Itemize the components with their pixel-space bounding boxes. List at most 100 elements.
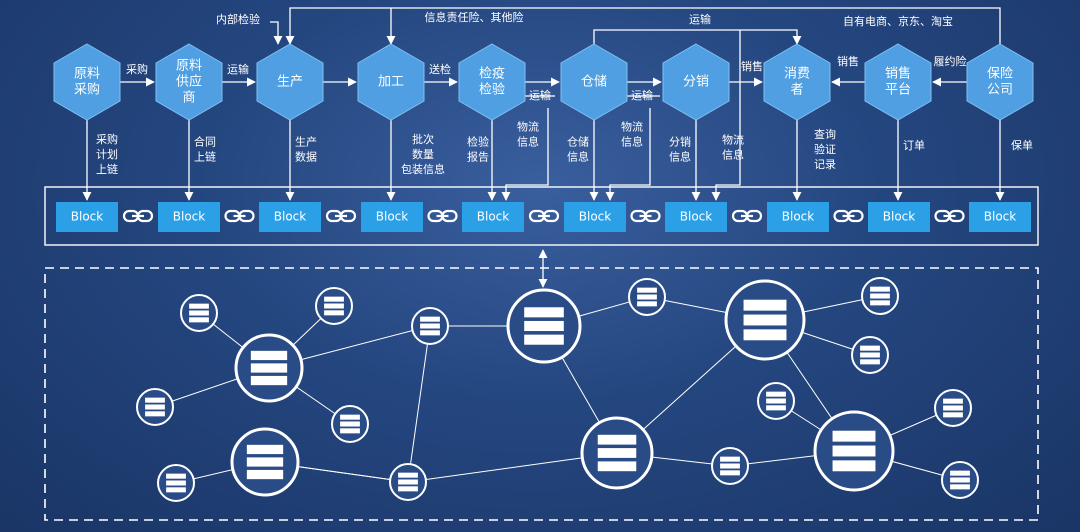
hex-node-label: 采购	[74, 82, 100, 98]
hex-node-label: 保险	[987, 67, 1013, 82]
hex-node-label: 商	[182, 91, 195, 106]
hex-node-label: 加工	[378, 75, 404, 90]
edge-label: 运输	[631, 88, 653, 102]
server-stack-icon	[757, 382, 795, 420]
chain-block-label: Block	[883, 210, 916, 224]
server-stack-icon	[851, 336, 889, 374]
hex-node-label: 检验	[479, 82, 505, 98]
edge-label: 运输	[227, 62, 249, 76]
chain-label: 信息	[567, 150, 589, 164]
chain-link-icon	[122, 209, 154, 223]
blockchain-container	[44, 186, 1039, 246]
hex-node-label: 平台	[885, 83, 911, 98]
chain-label: 信息	[621, 135, 643, 149]
hex-node-label: 分销	[683, 75, 709, 90]
chain-label: 包装信息	[401, 162, 445, 176]
chain-link-icon	[630, 209, 661, 223]
chain-label: 信息	[517, 135, 539, 149]
hex-node-label: 消费	[784, 67, 810, 82]
hex-node-label: 仓储	[581, 75, 607, 90]
chain-label: 数量	[412, 148, 434, 161]
edge-insurance-to-production	[285, 7, 1001, 45]
chain-block-label: Block	[477, 210, 510, 224]
hex-node-label: 供应	[176, 74, 202, 90]
hex-node-processing	[357, 43, 425, 121]
chain-block	[564, 202, 626, 232]
edge-internal-inspection	[270, 21, 283, 45]
chain-block	[462, 202, 524, 232]
chain-label: 检验	[467, 135, 489, 149]
chain-label: 验证	[814, 142, 836, 156]
chain-label: 订单	[903, 139, 925, 152]
edge-label: 销售	[741, 59, 763, 73]
server-stack-icon	[813, 410, 895, 492]
chain-link-icon	[224, 209, 255, 223]
server-stack-icon	[315, 287, 353, 325]
edge-warehouse-to-consumer-top	[593, 29, 802, 45]
chain-block	[767, 202, 829, 232]
hex-node-sales_platform	[864, 43, 932, 121]
server-stack-icon	[136, 388, 174, 426]
chain-label: 物流	[517, 120, 539, 134]
chain-label: 数据	[295, 150, 317, 164]
server-stack-icon	[157, 464, 195, 502]
chain-block-label: Block	[71, 210, 104, 224]
chain-link-icon	[731, 209, 763, 223]
server-stack-icon	[711, 447, 749, 485]
hex-node-label: 公司	[987, 83, 1013, 98]
chain-link-icon	[528, 209, 560, 223]
chain-label: 保单	[1011, 138, 1033, 152]
chain-label: 信息	[722, 148, 744, 162]
server-stack-icon	[580, 416, 654, 490]
chain-block-label: Block	[782, 210, 815, 224]
edge-label: 销售	[837, 54, 859, 68]
hex-node-label: 原料	[74, 67, 100, 82]
hex-node-raw_purchase	[53, 43, 121, 121]
edge-label: 履约险	[934, 54, 967, 68]
hex-node-label: 原料	[176, 59, 202, 74]
chain-label: 查询	[814, 127, 836, 141]
hex-node-label: 生产	[277, 75, 303, 90]
chain-label: 合同	[194, 135, 216, 149]
chain-link-transport-2	[605, 108, 651, 201]
edge-label: 内部检验	[216, 12, 260, 26]
server-stack-icon	[628, 278, 666, 316]
chain-label: 上链	[96, 162, 118, 176]
hex-node-insurance	[966, 43, 1034, 121]
edge-label: 自有电商、京东、淘宝	[843, 14, 953, 28]
chain-link-icon	[833, 209, 864, 223]
hex-node-label: 销售	[885, 66, 911, 82]
chain-block-label: Block	[984, 210, 1017, 224]
hex-node-label: 检疫	[479, 66, 505, 82]
edge-label: 运输	[689, 12, 711, 26]
server-stack-icon	[180, 294, 218, 332]
network-link	[407, 325, 431, 483]
chain-block-label: Block	[680, 210, 713, 224]
server-stack-icon	[389, 463, 427, 501]
chain-link-transport-1	[501, 108, 549, 201]
server-stack-icon	[411, 307, 449, 345]
server-stack-icon	[861, 277, 899, 315]
chain-block-label: Block	[579, 210, 612, 224]
chain-label: 生产	[295, 135, 317, 149]
edge-label: 运输	[529, 88, 551, 102]
hex-node-raw_supplier	[155, 43, 223, 121]
server-stack-icon	[934, 389, 972, 427]
hex-node-warehouse	[560, 43, 628, 121]
server-stack-icon	[230, 427, 300, 497]
hex-node-production	[256, 43, 324, 121]
chain-label: 批次	[412, 132, 434, 146]
chain-block-label: Block	[274, 210, 307, 224]
hex-node-distribution	[662, 43, 730, 121]
chain-link-icon	[325, 209, 357, 223]
chain-label: 计划	[96, 148, 118, 161]
network-panel	[44, 267, 1039, 521]
server-stack-icon	[724, 279, 806, 361]
chain-label: 分销	[669, 135, 691, 149]
hex-node-label: 者	[790, 83, 803, 98]
chain-label: 仓储	[567, 135, 589, 149]
chain-link-icon	[934, 209, 965, 223]
edge-label: 送检	[429, 62, 451, 76]
